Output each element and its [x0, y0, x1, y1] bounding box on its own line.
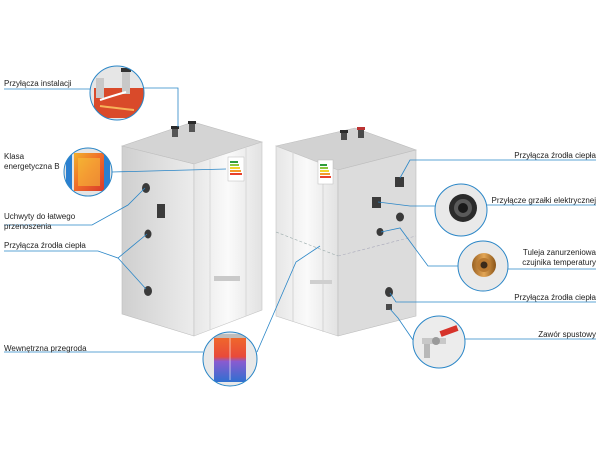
zoom-internal-partition	[202, 331, 258, 387]
label-zawor-spustowy: Zawór spustowy	[538, 330, 596, 339]
label-przylacza-zrodla-right-bottom: Przyłącza źrodła ciepła	[514, 293, 596, 302]
right-tank	[274, 127, 418, 337]
label-przylacza-zrodla-right-top: Przyłącza źrodła ciepła	[514, 151, 596, 160]
side-fitting-upper	[142, 183, 150, 193]
side-fitting-lower	[144, 286, 152, 296]
zoom-heater-connection	[434, 183, 488, 237]
label-klasa-energetyczna: Klasa energetyczna B	[4, 152, 60, 171]
zoom-energy-class	[63, 147, 113, 197]
brand-plate	[214, 276, 240, 281]
label-przylacza-zrodla-left: Przyłącza źrodła ciepła	[4, 241, 86, 250]
zoom-installation-connections	[89, 65, 145, 121]
label-uchwyty: Uchwyty do łatwego przenoszenia	[4, 212, 76, 231]
label-przylacze-grzalki: Przyłącze grzałki elektrycznej	[491, 196, 596, 205]
label-tuleja: Tuleja zanurzeniowa czujnika temperatury	[522, 248, 596, 267]
sensor-sleeve-port	[376, 228, 384, 236]
drain-valve-port	[386, 304, 392, 310]
handle-upper	[157, 204, 165, 218]
zoom-sensor-sleeve	[457, 240, 509, 292]
top-connectors	[171, 121, 196, 137]
left-tank	[120, 121, 264, 337]
heater-port	[372, 197, 381, 208]
partition-dashed-line	[275, 231, 339, 257]
zoom-drain-valve	[412, 315, 466, 369]
label-wewnetrzna-przegroda: Wewnętrzna przegroda	[4, 344, 87, 353]
label-przylacza-instalacji: Przyłącza instalacji	[4, 79, 72, 88]
heat-port-upper	[395, 177, 404, 187]
